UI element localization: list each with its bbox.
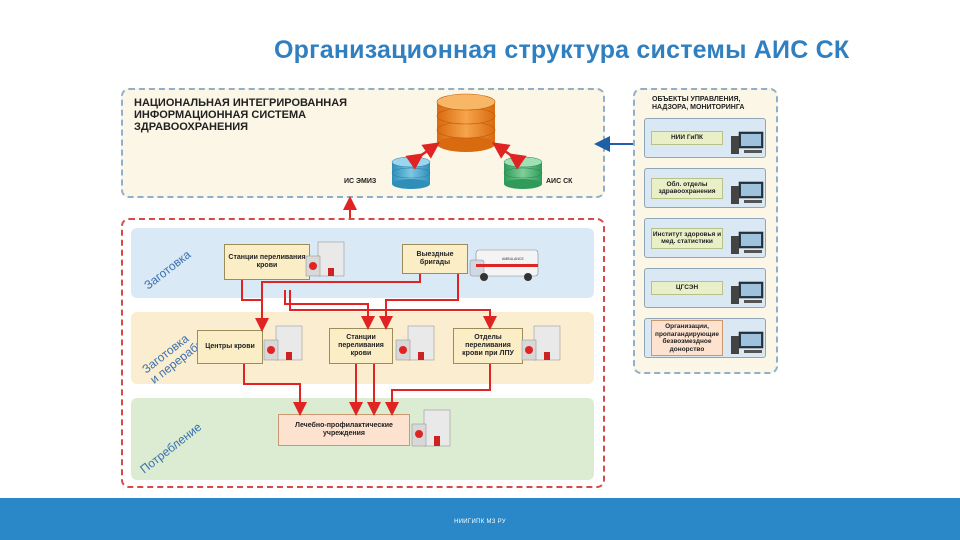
db-label-emiz: ИС ЭМИЗ xyxy=(344,178,377,185)
node-mobile-teams[interactable]: Выездные бригады xyxy=(402,244,468,274)
node-medical-institutions[interactable]: Лечебно-профилактические учреждения xyxy=(278,414,410,446)
object-item-regional[interactable]: Обл. отделы здравоохранения xyxy=(644,168,766,208)
object-label: Институт здоровья и мед. статистики xyxy=(651,227,723,249)
object-item-donors[interactable]: Организации, пропагандирующие безвозмезд… xyxy=(644,318,766,358)
object-label: НИИ ГиПК xyxy=(651,131,723,145)
db-label-ais: АИС СК xyxy=(546,178,573,185)
object-item-nii[interactable]: НИИ ГиПК xyxy=(644,118,766,158)
national-system-title: НАЦИОНАЛЬНАЯ ИНТЕГРИРОВАННАЯ ИНФОРМАЦИОН… xyxy=(134,97,348,133)
object-label: Обл. отделы здравоохранения xyxy=(651,177,723,199)
footer-text: НИИГИПК МЗ РУ xyxy=(454,519,506,525)
node-stations-mid[interactable]: Станции переливания крови xyxy=(329,328,393,364)
node-blood-centers[interactable]: Центры крови xyxy=(197,330,263,364)
band-procurement xyxy=(131,228,594,298)
object-item-cgsen[interactable]: ЦГСЭН xyxy=(644,268,766,308)
object-label: ЦГСЭН xyxy=(651,281,723,295)
objects-title: ОБЪЕКТЫ УПРАВЛЕНИЯ, НАДЗОРА, МОНИТОРИНГА xyxy=(652,96,745,111)
footer-bar xyxy=(0,498,960,540)
object-label: Организации, пропагандирующие безвозмезд… xyxy=(651,320,723,356)
node-departments[interactable]: Отделы переливания крови при ЛПУ xyxy=(453,328,523,364)
object-item-institute[interactable]: Институт здоровья и мед. статистики xyxy=(644,218,766,258)
node-stations-top[interactable]: Станции переливания крови xyxy=(224,244,310,280)
page-title: Организационная структура системы АИС СК xyxy=(274,36,850,64)
